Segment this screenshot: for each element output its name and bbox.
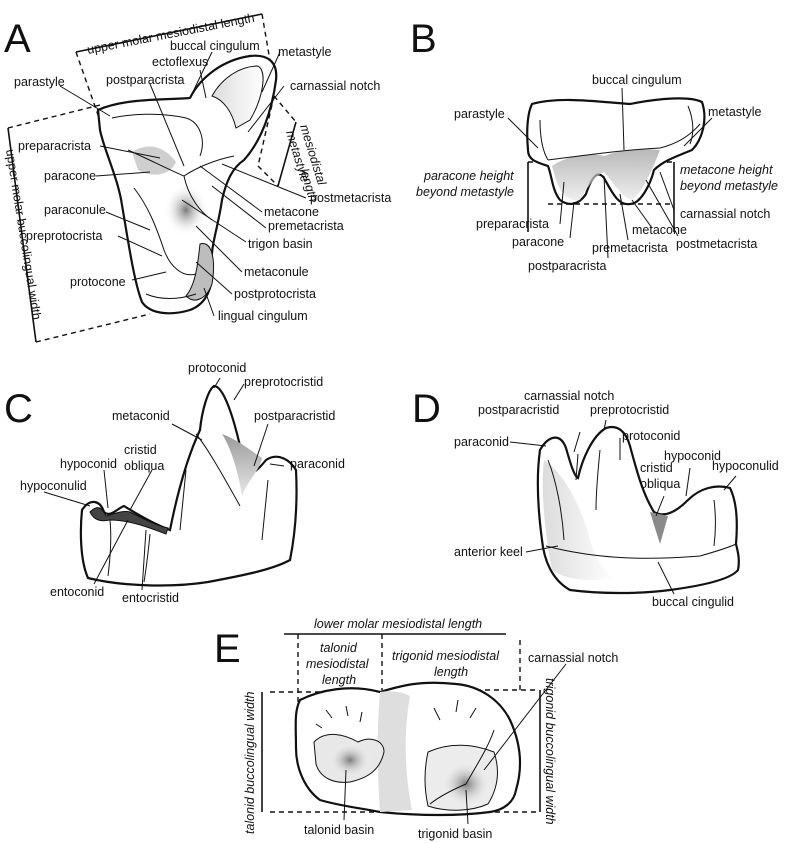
- a-label-buccal-cingulum: buccal cingulum: [170, 39, 260, 53]
- c-label-cristid: cristid: [124, 443, 157, 457]
- panel-e-letter: E: [214, 627, 241, 671]
- b-label-metacone: metacone: [632, 223, 687, 237]
- svg-text:beyond metastyle: beyond metastyle: [416, 185, 514, 199]
- a-label-postparacrista: postparacrista: [106, 73, 185, 87]
- e-label-carnassial-notch: carnassial notch: [528, 651, 618, 665]
- b-label-parastyle: parastyle: [454, 107, 505, 121]
- a-label-carnassial-notch: carnassial notch: [290, 79, 380, 93]
- svg-text:length: length: [434, 665, 468, 679]
- a-label-lingual-cingulum: lingual cingulum: [218, 309, 308, 323]
- d-label-hypoconulid: hypoconulid: [712, 459, 779, 473]
- c-label-protoconid: protoconid: [188, 361, 246, 375]
- panel-a: A: [3, 11, 391, 343]
- e-label-talonid-width: talonid buccolingual width: [243, 691, 257, 834]
- a-label-preprotocrista: preprotocrista: [26, 229, 102, 243]
- e-label-trigonid-width: trigonid buccolingual width: [543, 678, 557, 825]
- d-label-postparacristid: postparacristid: [478, 403, 559, 417]
- a-label-protocone: protocone: [70, 275, 126, 289]
- d-label-carnassial-notch: carnassial notch: [524, 389, 614, 403]
- panel-d-letter: D: [412, 387, 441, 431]
- panel-c-letter: C: [4, 387, 33, 431]
- a-label-parastyle: parastyle: [14, 75, 65, 89]
- c-label-metaconid: metaconid: [112, 409, 170, 423]
- c-label-obliqua: obliqua: [124, 459, 164, 473]
- c-label-paraconid: paraconid: [290, 457, 345, 471]
- a-label-preparacrista: preparacrista: [18, 139, 91, 153]
- b-label-metacone-height: metacone height: [680, 163, 773, 177]
- c-label-preprotocristid: preprotocristid: [244, 375, 323, 389]
- a-width-bar: [7, 127, 37, 343]
- c-label-entocristid: entocristid: [122, 591, 179, 605]
- a-label-ectoflexus: ectoflexus: [152, 55, 208, 69]
- svg-text:length: length: [322, 673, 356, 687]
- a-label-metaconule: metaconule: [244, 265, 309, 279]
- b-label-postparacrista: postparacrista: [528, 259, 607, 273]
- d-label-obliqua: obliqua: [640, 477, 680, 491]
- d-label-hypoconid: hypoconid: [664, 449, 721, 463]
- b-label-preparacrista: preparacrista: [476, 217, 549, 231]
- d-label-paraconid: paraconid: [454, 435, 509, 449]
- d-label-protoconid: protoconid: [622, 429, 680, 443]
- svg-text:beyond metastyle: beyond metastyle: [680, 179, 778, 193]
- svg-text:mesiodistal: mesiodistal: [306, 657, 370, 671]
- panel-b: B buccal cingulum parastyle metastyle pa…: [410, 17, 778, 273]
- b-label-paracone-height: paracone height: [423, 169, 514, 183]
- d-label-anterior-keel: anterior keel: [454, 545, 523, 559]
- b-label-postmetacrista: postmetacrista: [676, 237, 757, 251]
- b-label-carnassial-notch: carnassial notch: [680, 207, 770, 221]
- c-label-hypoconid: hypoconid: [60, 457, 117, 471]
- a-label-metastyle: metastyle: [278, 45, 332, 59]
- a-label-metacone: metacone: [264, 205, 319, 219]
- c-label-entoconid: entoconid: [50, 585, 104, 599]
- c-label-hypoconulid: hypoconulid: [20, 479, 87, 493]
- panel-d: D carnassial notch postparacristid prepr…: [412, 387, 779, 609]
- a-label-postprotocrista: postprotocrista: [234, 287, 316, 301]
- a-label-trigon-basin: trigon basin: [248, 237, 313, 251]
- a-label-postmetacrista: postmetacrista: [310, 191, 391, 205]
- b-label-metastyle: metastyle: [708, 105, 762, 119]
- b-label-buccal-cingulum: buccal cingulum: [592, 73, 682, 87]
- e-label-trigonid-length: trigonid mesiodistal: [392, 649, 500, 663]
- d-label-cristid: cristid: [640, 461, 673, 475]
- panel-e: E lower molar mesiodistal length talonid…: [214, 617, 618, 841]
- a-length-bar: [75, 13, 263, 53]
- e-label-lower-length: lower molar mesiodistal length: [314, 617, 482, 631]
- c-label-postparacristid: postparacristid: [254, 409, 335, 423]
- e-label-talonid-basin: talonid basin: [304, 823, 374, 837]
- a-label-paraconule: paraconule: [44, 203, 106, 217]
- d-label-preprotocristid: preprotocristid: [590, 403, 669, 417]
- e-label-talonid-length: talonid: [320, 641, 358, 655]
- b-label-premetacrista: premetacrista: [592, 241, 668, 255]
- a-label-paracone: paracone: [44, 169, 96, 183]
- panel-a-letter: A: [4, 17, 31, 61]
- panel-c: C protoconid preprotocristid metaconid p…: [4, 361, 345, 605]
- e-label-trigonid-basin: trigonid basin: [418, 827, 492, 841]
- b-label-paracone: paracone: [512, 235, 564, 249]
- panel-b-letter: B: [410, 17, 437, 61]
- d-label-buccal-cingulid: buccal cingulid: [652, 595, 734, 609]
- a-label-premetacrista: premetacrista: [268, 219, 344, 233]
- a-metastyle-bar: [277, 121, 297, 187]
